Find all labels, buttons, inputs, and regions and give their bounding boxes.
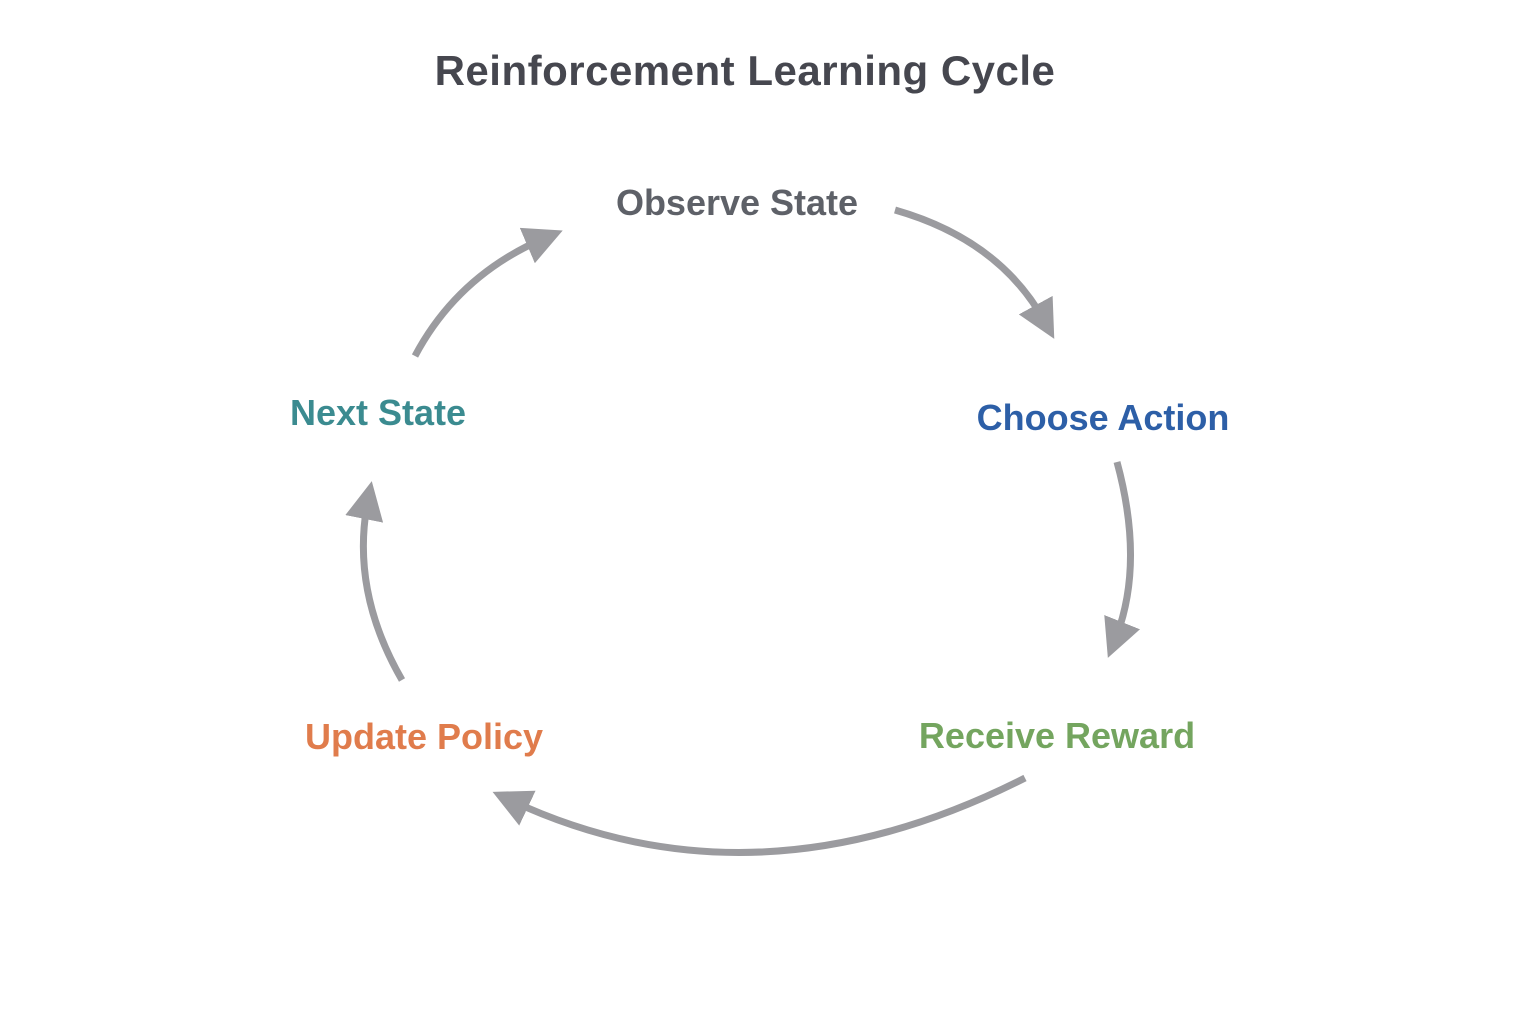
node-choose-action: Choose Action — [976, 397, 1230, 438]
node-update-policy: Update Policy — [304, 716, 544, 757]
arrow-update-to-next — [345, 481, 406, 682]
node-next-state: Next State — [289, 392, 467, 433]
node-observe-state: Observe State — [615, 182, 859, 223]
arrow-observe-to-choose — [894, 206, 1055, 339]
arrow-next-to-observe — [411, 227, 563, 358]
arrow-choose-to-receive — [1104, 461, 1141, 658]
node-receive-reward: Receive Reward — [918, 715, 1196, 756]
diagram-title: Reinforcement Learning Cycle — [434, 47, 1056, 94]
arrow-receive-to-update — [492, 774, 1027, 856]
